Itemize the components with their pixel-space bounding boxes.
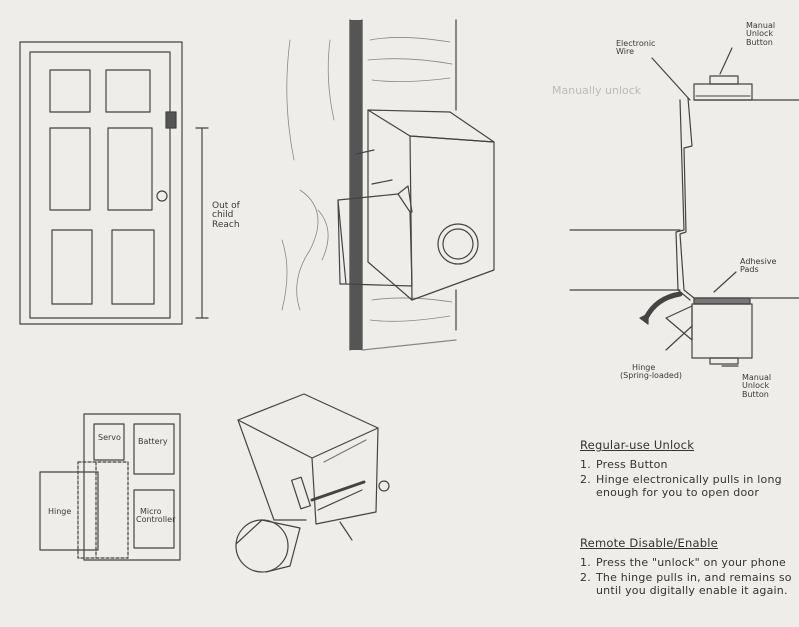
reach-label: Out of child Reach bbox=[212, 202, 240, 230]
battery-label: Battery bbox=[138, 438, 168, 446]
adhesive-pads-label: Adhesive Pads bbox=[740, 258, 776, 275]
remote-notes: Remote Disable/Enable 1. Press the "unlo… bbox=[580, 536, 795, 599]
remote-step: 2. The hinge pulls in, and remains so un… bbox=[580, 571, 795, 597]
electronic-wire-label: Electronic Wire bbox=[616, 40, 655, 57]
regular-use-notes: Regular-use Unlock 1. Press Button 2. Hi… bbox=[580, 438, 795, 501]
manual-unlock-top-label: Manual Unlock Button bbox=[746, 22, 775, 47]
hinge-spring-label: Hinge (Spring-loaded) bbox=[620, 364, 682, 381]
regular-step: 2. Hinge electronically pulls in long en… bbox=[580, 473, 795, 499]
door-sketch bbox=[20, 42, 208, 324]
faint-text: Manually unlock bbox=[552, 84, 642, 97]
regular-use-heading: Regular-use Unlock bbox=[580, 438, 795, 452]
manual-unlock-bottom-label: Manual Unlock Button bbox=[742, 374, 771, 399]
hinge-box-label: Hinge bbox=[48, 508, 71, 516]
regular-step: 1. Press Button bbox=[580, 458, 795, 471]
micro-controller-label: Micro Controller bbox=[136, 508, 175, 525]
servo-label: Servo bbox=[98, 434, 121, 442]
hinge-mechanism-sketch bbox=[236, 394, 389, 572]
lock-on-frame-sketch bbox=[282, 20, 494, 350]
remote-heading: Remote Disable/Enable bbox=[580, 536, 795, 550]
remote-step: 1. Press the "unlock" on your phone bbox=[580, 556, 795, 569]
